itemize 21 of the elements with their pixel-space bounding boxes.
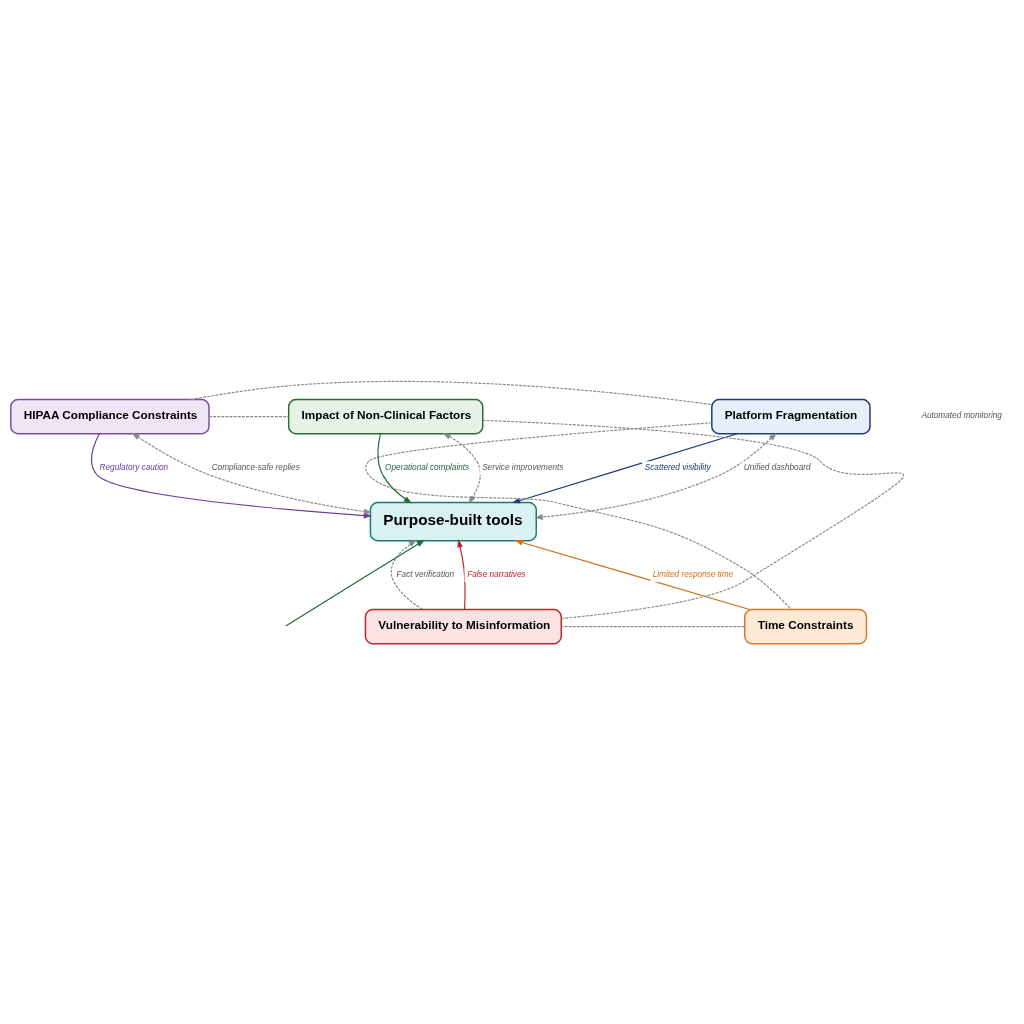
node-box: Vulnerability to Misinformation (364, 608, 562, 644)
connector (482, 419, 904, 619)
node-box: Impact of Non-Clinical Factors (287, 398, 484, 434)
connector (190, 380, 713, 405)
arrow (534, 432, 777, 520)
arrow (442, 432, 481, 504)
node-box: Purpose-built tools (369, 501, 537, 541)
arrow (285, 539, 425, 627)
node-box: Time Constraints (744, 608, 868, 644)
connector (365, 421, 792, 610)
node-box: HIPAA Compliance Constraints (10, 398, 210, 434)
arrow (457, 538, 466, 610)
arrow (91, 432, 372, 518)
arrow (131, 432, 373, 514)
arrow (514, 539, 751, 610)
connector (208, 415, 290, 417)
connector (560, 625, 746, 627)
arrow (377, 432, 412, 503)
arrow (511, 432, 738, 503)
arrow (390, 539, 424, 610)
node-box: Platform Fragmentation (711, 398, 871, 434)
